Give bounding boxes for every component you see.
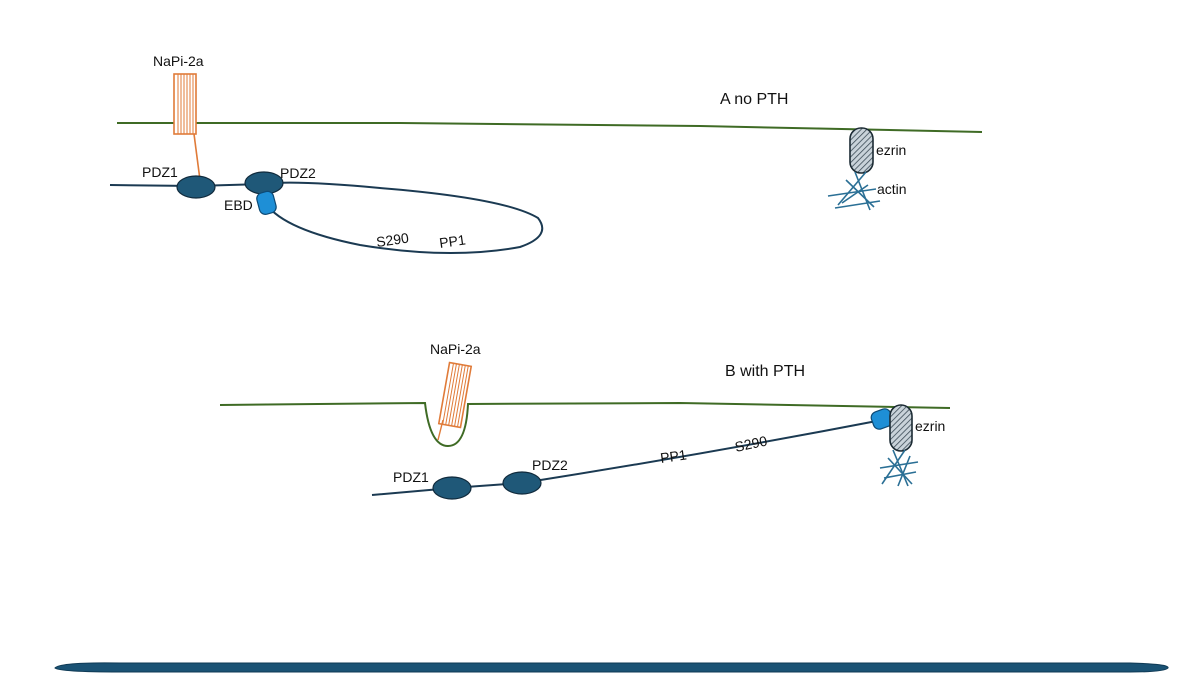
panel-a-title: A no PTH (720, 91, 788, 108)
panel-a-ebd-label: EBD (224, 197, 253, 213)
panel-a: NaPi-2a PDZ1 PDZ2 EBD S290 PP1 ezrin act… (109, 53, 983, 255)
panel-a-napi-transporter (173, 73, 201, 181)
panel-b: NaPi-2a PDZ1 PDZ2 PP1 S290 ezrin B with … (219, 341, 951, 500)
panel-b-napi-transporter (437, 361, 473, 429)
panel-a-ebd-domain (256, 190, 277, 215)
panel-b-napi-tail (437, 419, 444, 441)
bottom-bar (54, 662, 1169, 673)
panel-a-pdz1-label: PDZ1 (142, 164, 178, 180)
panel-a-membrane (117, 122, 983, 133)
panel-a-s290-label: S290 (375, 230, 410, 250)
panel-a-pdz2-label: PDZ2 (280, 165, 316, 181)
panel-b-membrane (219, 401, 951, 448)
panel-a-nherf-chain (109, 181, 544, 255)
panel-b-title: B with PTH (725, 363, 805, 380)
panel-b-ezrin (889, 404, 913, 452)
panel-a-actin-filaments (827, 171, 881, 211)
panel-b-s290-label: S290 (733, 432, 769, 454)
panel-a-ezrin (849, 127, 874, 174)
panel-a-pp1-label: PP1 (438, 231, 467, 251)
panel-a-actin-label: actin (877, 181, 907, 197)
panel-b-napi-label: NaPi-2a (430, 341, 481, 357)
panel-b-pdz1-domain (432, 476, 472, 500)
panel-b-pp1-label: PP1 (659, 446, 688, 466)
panel-a-pdz1-domain (176, 175, 216, 199)
panel-a-pdz2-domain (244, 171, 284, 195)
panel-b-actin-filaments (879, 449, 919, 487)
panel-b-ezrin-label: ezrin (915, 418, 945, 434)
panel-a-napi-label: NaPi-2a (153, 53, 204, 69)
panel-b-pdz2-domain (502, 471, 542, 495)
panel-b-pdz2-label: PDZ2 (532, 457, 568, 473)
panel-b-pdz1-label: PDZ1 (393, 469, 429, 485)
panel-a-ezrin-label: ezrin (876, 142, 906, 158)
